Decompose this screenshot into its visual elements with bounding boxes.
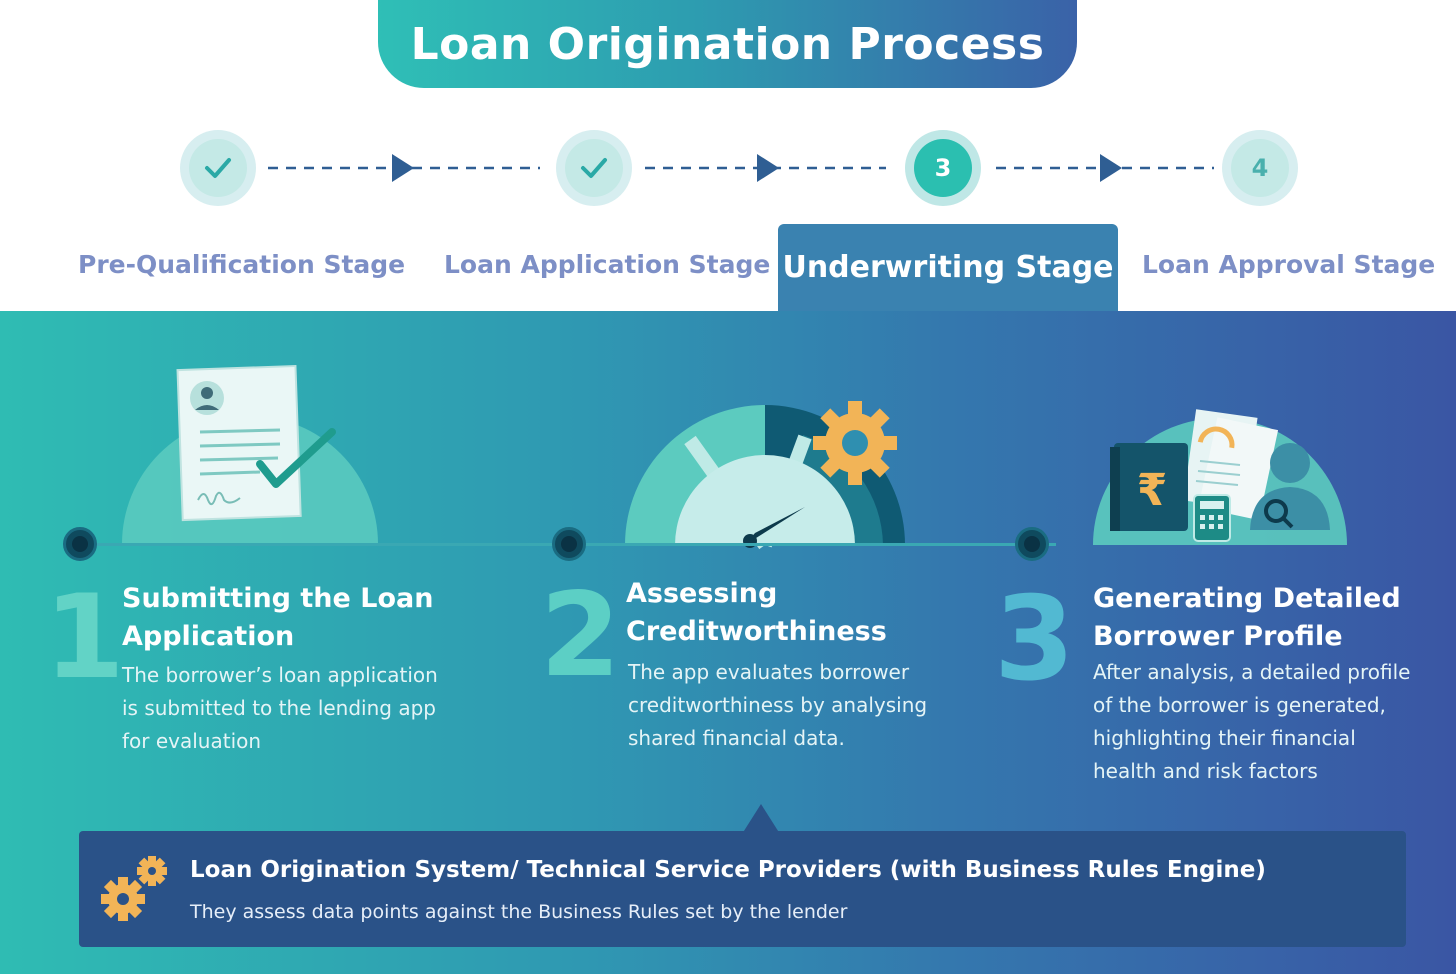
timeline-marker-3 <box>1015 527 1049 561</box>
page-title: Loan Origination Process <box>410 18 1045 70</box>
checkmark-icon <box>581 158 607 178</box>
step-4-upcoming: 4 <box>1222 130 1298 206</box>
checkmark-icon <box>205 158 231 178</box>
arrow-right-icon <box>1100 154 1122 182</box>
step-4-number: 4 <box>1251 154 1269 182</box>
timeline-marker-1 <box>63 527 97 561</box>
step-2-completed <box>556 130 632 206</box>
gear-icon <box>813 401 897 485</box>
checkmark-icon <box>256 428 336 488</box>
progress-connectors <box>268 154 1214 182</box>
timeline-marker-2 <box>552 527 586 561</box>
document-check-illustration <box>122 364 378 544</box>
rupee-icon: ₹ <box>1137 465 1168 516</box>
arrow-right-icon <box>757 154 779 182</box>
step-3-active: 3 <box>905 130 981 206</box>
borrower-profile-illustration: ₹ <box>1093 409 1347 545</box>
credit-gauge-illustration <box>625 401 905 550</box>
card-2-number: 2 <box>540 568 621 703</box>
card-3-number: 3 <box>994 572 1075 707</box>
step-1-completed <box>180 130 256 206</box>
stage-tab-underwriting-selected[interactable]: Underwriting Stage <box>778 224 1118 312</box>
card-1-number: 1 <box>44 570 125 705</box>
stage-label-pre-qualification[interactable]: Pre-Qualification Stage <box>78 250 406 279</box>
step-3-number: 3 <box>934 154 952 182</box>
stage-label-underwriting: Underwriting Stage <box>782 250 1114 285</box>
title-banner: Loan Origination Process <box>378 0 1077 88</box>
magnifier-icon <box>1264 499 1288 523</box>
system-title: Loan Origination System/ Technical Servi… <box>190 857 1266 883</box>
gears-icon <box>101 856 167 921</box>
system-description: They assess data points against the Busi… <box>190 901 848 923</box>
pointer-triangle <box>742 804 780 834</box>
stage-label-loan-application[interactable]: Loan Application Stage <box>444 250 771 279</box>
system-info-box: Loan Origination System/ Technical Servi… <box>79 831 1406 947</box>
arrow-right-icon <box>392 154 414 182</box>
stage-label-loan-approval[interactable]: Loan Approval Stage <box>1142 250 1436 279</box>
